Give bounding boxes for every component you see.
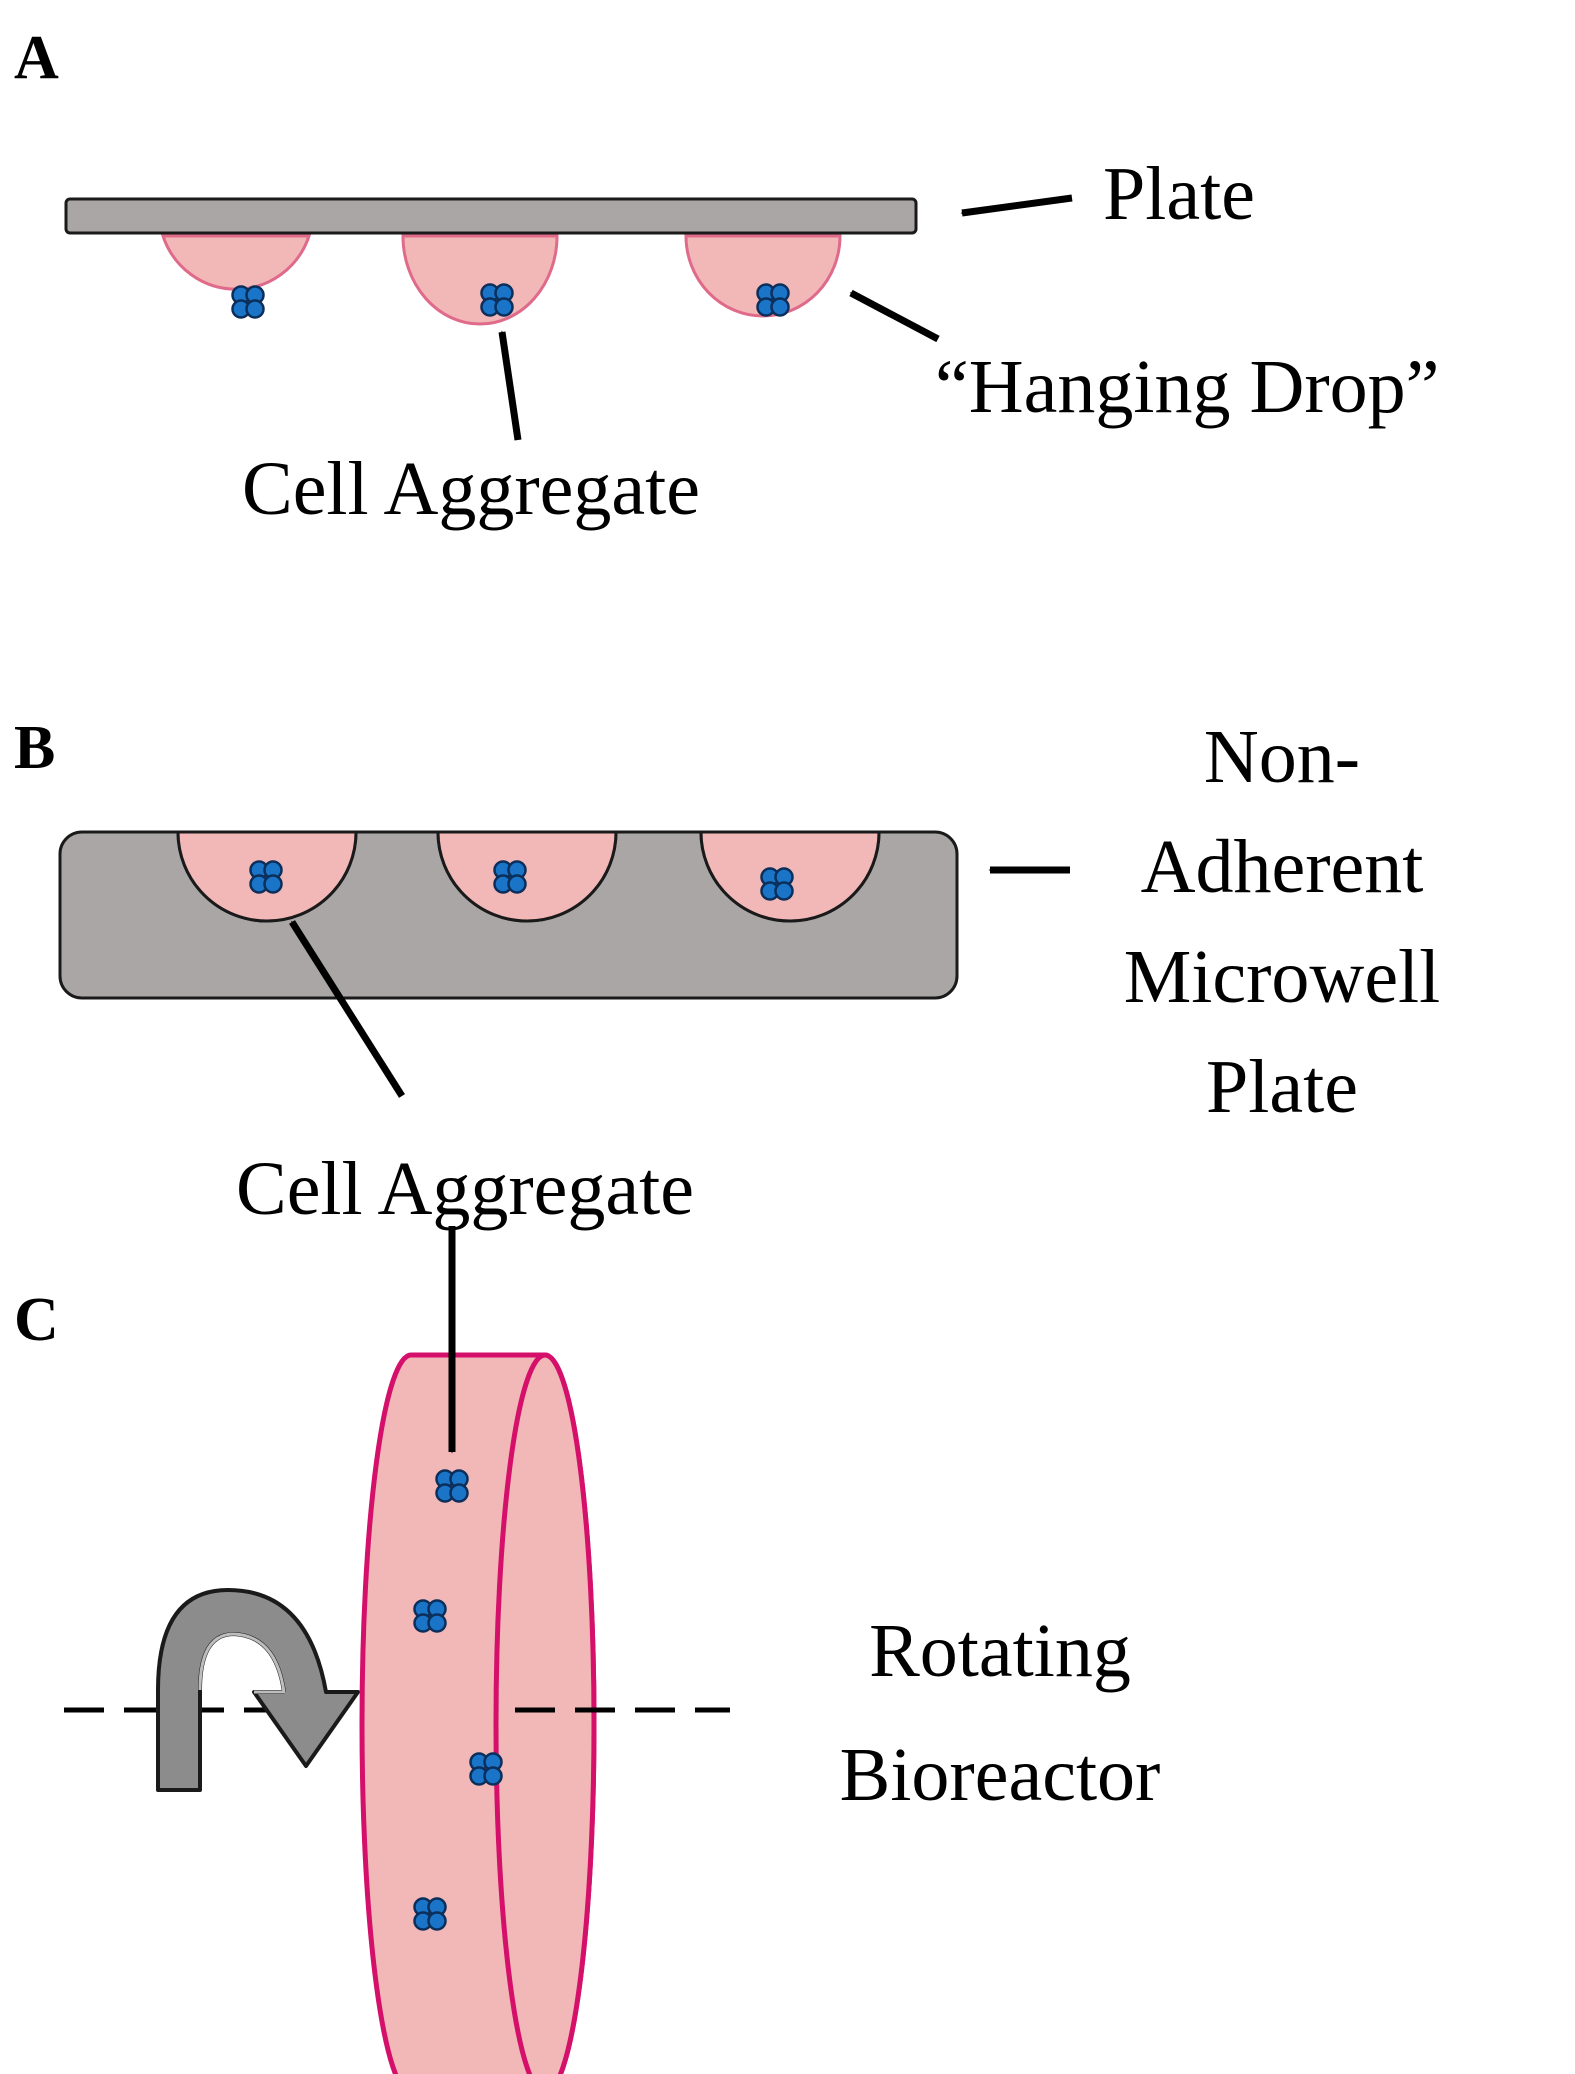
microwell-2 <box>436 830 618 923</box>
aggregate-label-b: Cell Aggregate <box>236 1147 694 1231</box>
microwell-label-line-3: Microwell <box>1124 935 1441 1019</box>
panel-b-letter: B <box>14 714 55 782</box>
panel-c: C Rotating Bioreactor <box>14 1226 1160 2074</box>
plate-a <box>64 197 918 235</box>
aggregate-label-a: Cell Aggregate <box>242 447 700 531</box>
panel-a-letter: A <box>14 24 59 92</box>
panel-c-letter: C <box>14 1286 59 1354</box>
microwell-label-line-1: Non- <box>1204 715 1360 799</box>
microwell-label-line-2: Adherent <box>1141 825 1424 909</box>
aggregate-arrow-a <box>498 330 522 441</box>
cell-aggregate-a1 <box>231 285 265 319</box>
panel-a: A Plate “Hanging Drop” Cell Aggregate <box>14 24 1439 531</box>
plate-label-a: Plate <box>1103 152 1255 236</box>
drop-arrow <box>849 289 940 343</box>
hanging-drop-2 <box>401 234 559 326</box>
hanging-drop-label: “Hanging Drop” <box>935 345 1439 429</box>
bioreactor-label-line-1: Rotating <box>869 1609 1131 1693</box>
plate-arrow-a <box>960 194 1073 217</box>
microwell-label-line-4: Plate <box>1206 1045 1358 1129</box>
hanging-drop-1 <box>160 234 312 291</box>
rotating-bioreactor <box>359 1352 597 2074</box>
panel-b: B Non- Adherent Microwell Plate Cell Agg… <box>14 714 1440 1231</box>
aggregate-arrow-b <box>289 920 405 1098</box>
rotation-arrow-icon <box>156 1588 360 1792</box>
bioreactor-label-line-2: Bioreactor <box>840 1733 1161 1817</box>
